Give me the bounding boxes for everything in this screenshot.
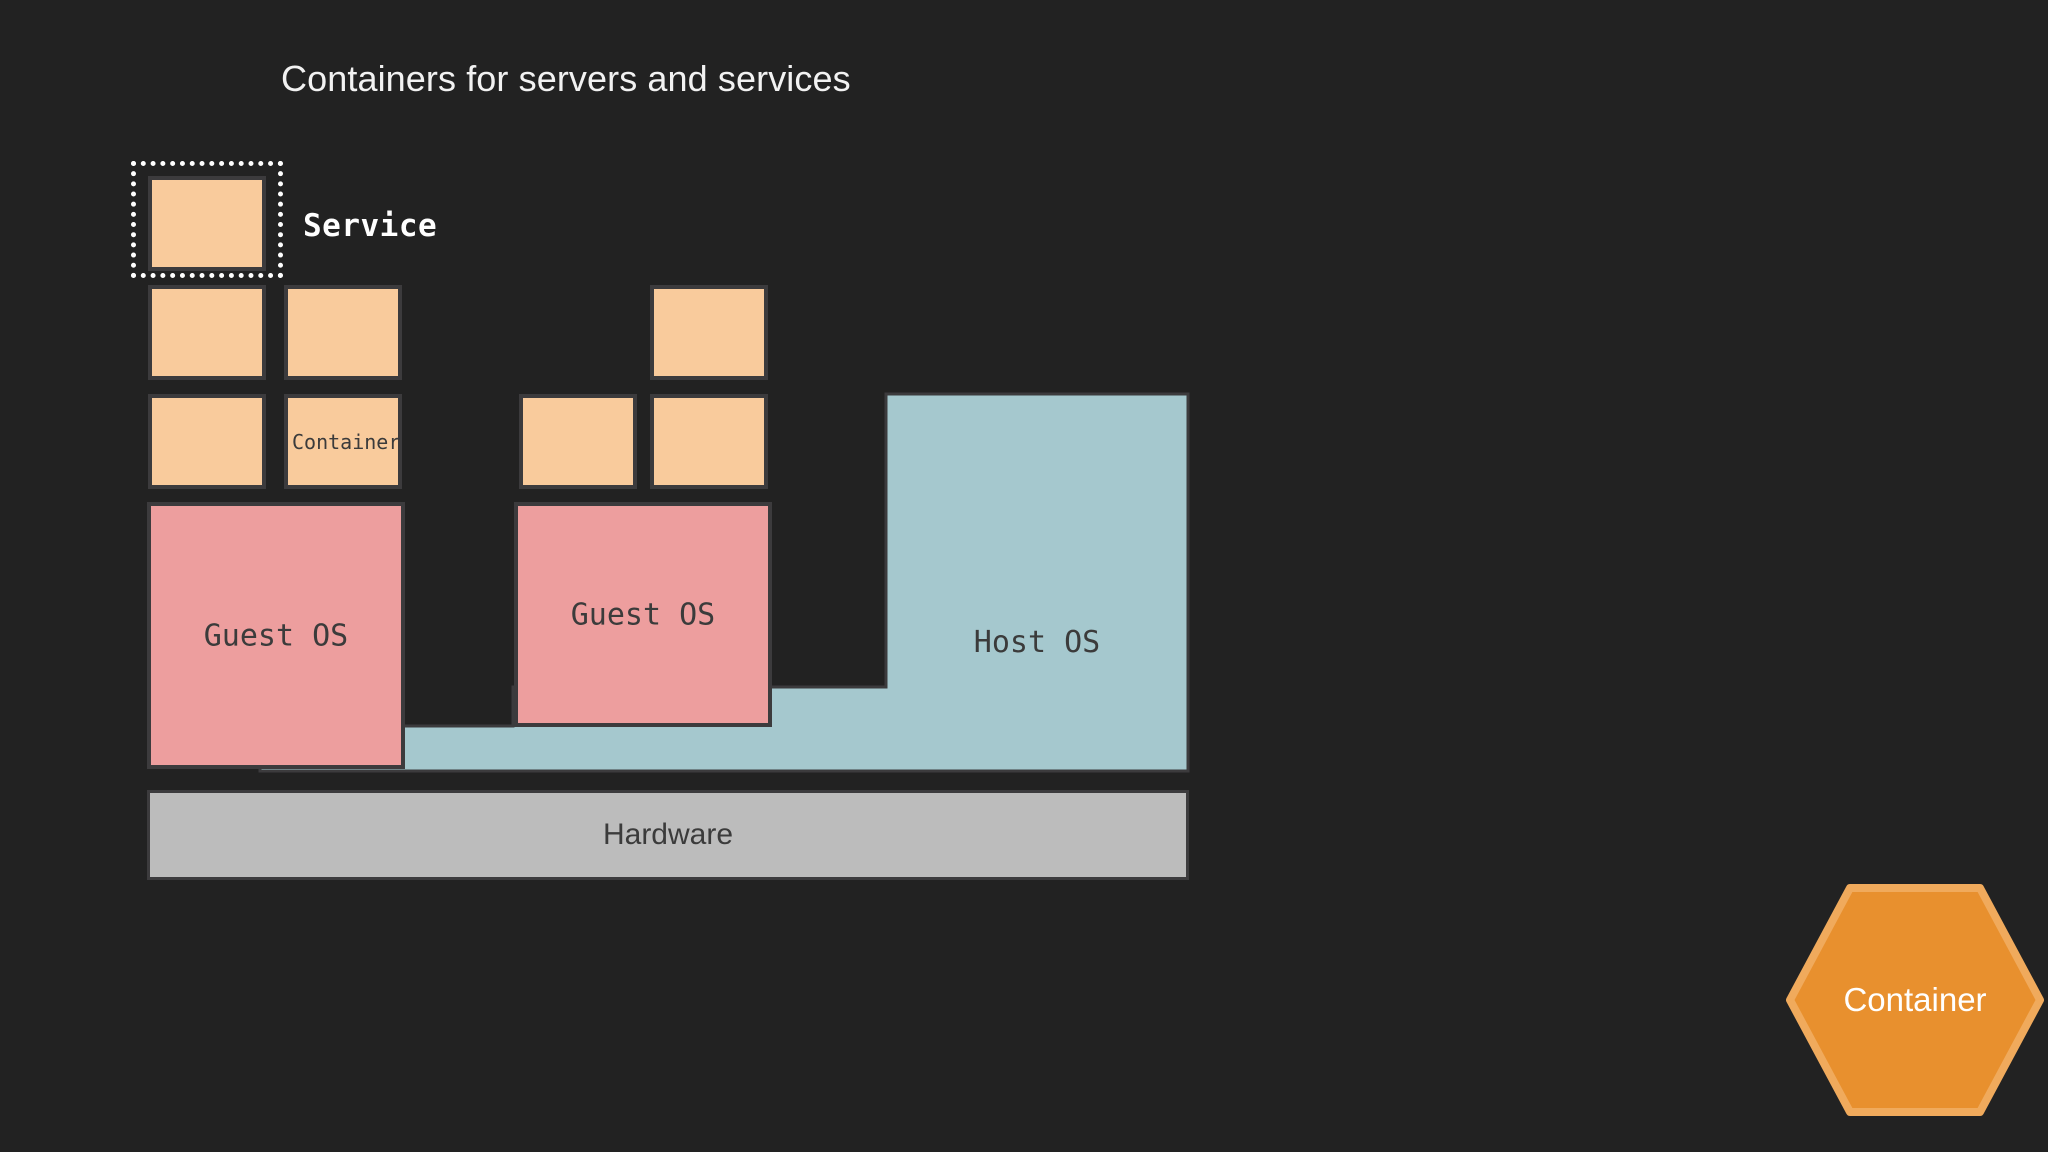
container-r2-c2 <box>284 285 402 380</box>
service-label: Service <box>303 208 438 244</box>
service-highlight-outline <box>131 161 283 278</box>
guest-os-right-label: Guest OS <box>570 597 716 632</box>
hexagon-icon <box>1786 884 2044 1116</box>
container-r3-c4 <box>650 394 768 489</box>
page-title: Containers for servers and services <box>281 58 851 99</box>
guest-os-left: Guest OS <box>147 502 405 769</box>
container-r2-c1 <box>148 285 266 380</box>
container-r3-c3 <box>519 394 637 489</box>
hardware-label: Hardware <box>602 818 734 851</box>
container-r3-c1 <box>148 394 266 489</box>
container-box-label: Container <box>292 429 401 454</box>
container-hex-badge: Container <box>1785 884 2045 1116</box>
container-service <box>148 176 266 271</box>
guest-os-right: Guest OS <box>514 502 772 727</box>
container-r3-c2: Container <box>284 394 402 489</box>
guest-os-left-label: Guest OS <box>203 618 349 653</box>
hardware-bar: Hardware <box>147 790 1189 880</box>
container-r2-c3 <box>650 285 768 380</box>
host-os-label: Host OS <box>973 625 1101 660</box>
